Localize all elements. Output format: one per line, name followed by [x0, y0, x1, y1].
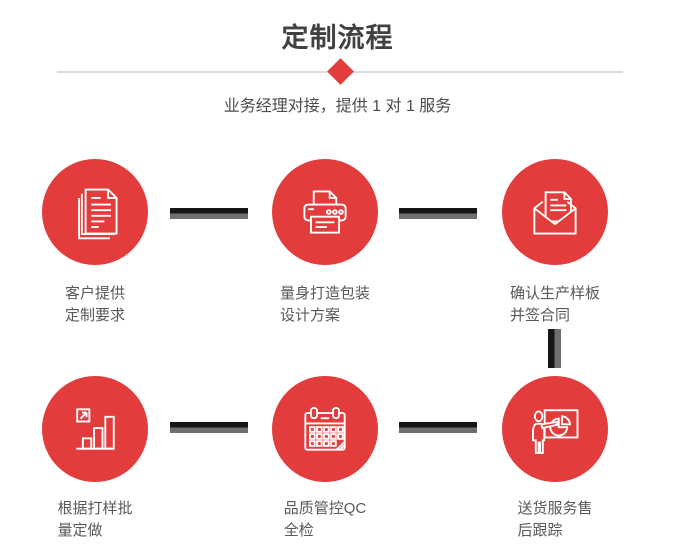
- step-label-5-line2: 全检: [283, 522, 314, 539]
- envelope-icon: [533, 191, 577, 235]
- step-label-3: 确认生产样板 并签合同: [510, 283, 600, 327]
- subtitle: 业务经理对接，提供 1 对 1 服务: [223, 98, 452, 115]
- connector-step1-step2: [170, 208, 248, 219]
- step-label-4: 根据打样批 量定做: [57, 498, 132, 542]
- step-label-1-line2: 定制要求: [64, 307, 126, 324]
- calendar-icon: [304, 406, 346, 451]
- step-circle-2: [272, 159, 378, 265]
- bar-chart-icon: [76, 408, 115, 450]
- step-label-5-line1: 品质管控QC: [283, 500, 367, 517]
- step-label-6-line1: 送货服务售: [517, 500, 593, 517]
- step-label-2: 量身打造包装 设计方案: [280, 283, 370, 327]
- step-label-4-line1: 根据打样批: [57, 500, 133, 517]
- step-label-1-line1: 客户提供: [64, 285, 126, 302]
- connector-step3-step6: [548, 329, 561, 368]
- step-label-3-line1: 确认生产样板: [509, 285, 601, 302]
- step-label-2-line2: 设计方案: [279, 307, 341, 324]
- printer-icon: [303, 190, 347, 234]
- step-circle-5: [272, 376, 378, 482]
- step-label-6-line2: 后跟踪: [517, 522, 563, 539]
- step-label-4-line2: 量定做: [57, 522, 103, 539]
- connector-step2-step3: [399, 208, 477, 219]
- step-circle-4: [42, 376, 148, 482]
- step-label-3-line2: 并签合同: [509, 307, 571, 324]
- documents-icon: [78, 188, 118, 240]
- step-circle-6: [502, 376, 608, 482]
- connector-step4-step5: [170, 422, 248, 433]
- step-circle-3: [502, 159, 608, 265]
- step-circle-1: [42, 159, 148, 265]
- connector-step5-step6: [399, 422, 477, 433]
- page-title: 定制流程: [281, 23, 394, 53]
- step-label-2-line1: 量身打造包装: [279, 285, 371, 302]
- diamond-icon: [327, 58, 354, 85]
- step-label-1: 客户提供 定制要求: [65, 283, 125, 327]
- presenter-icon: [532, 409, 579, 454]
- step-label-5: 品质管控QC 全检: [284, 498, 367, 542]
- step-label-6: 送货服务售 后跟踪: [517, 498, 592, 542]
